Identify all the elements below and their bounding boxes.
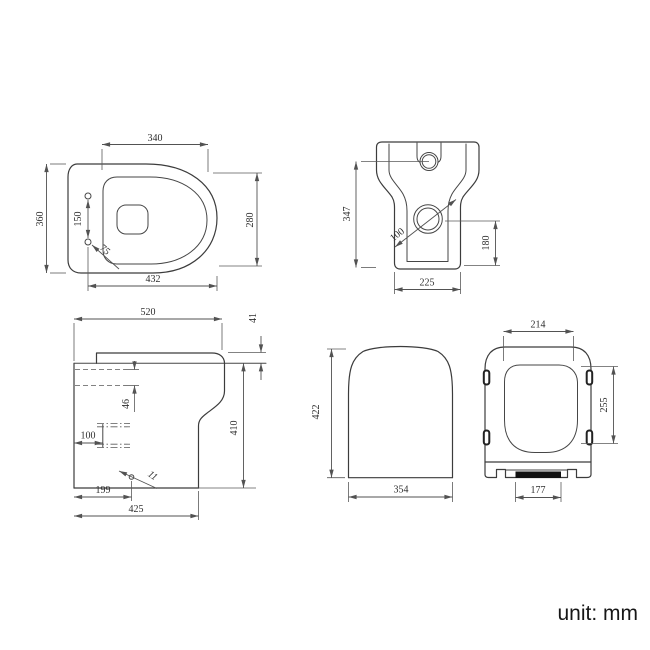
bumper-bottom-right — [585, 429, 594, 446]
dim-opening-width: 214 — [531, 320, 546, 331]
dim-inlet-offset: 100 — [81, 431, 96, 442]
dim-front-height: 422 — [311, 405, 322, 420]
toilet-side-view: 46 100 11 199 425 520 41 410 — [73, 307, 267, 520]
dim-outlet-diameter: 100 — [388, 226, 407, 244]
dim-base-width: 225 — [420, 278, 435, 289]
unit-label: unit: mm — [557, 602, 638, 625]
fixing-hole-top — [84, 192, 92, 200]
lid-profile — [95, 352, 226, 364]
dim-bowl-height: 410 — [229, 421, 240, 436]
seat-outline — [484, 346, 592, 463]
front-outline — [347, 345, 454, 479]
dim-front-width: 354 — [394, 485, 409, 496]
dim-hinge-pitch: 177 — [531, 485, 546, 496]
dim-base-depth: 425 — [129, 504, 144, 515]
dim-opening-depth: 255 — [599, 398, 610, 413]
bowl-front-profile — [197, 362, 226, 489]
toilet-rear-view: 347 100 225 180 — [342, 141, 500, 294]
dim-overall-height: 347 — [342, 207, 353, 222]
leader-note: 11 — [145, 469, 159, 483]
dim-rim-width: 340 — [148, 133, 163, 144]
bumper-bottom-left — [482, 429, 491, 446]
rear-outline — [375, 141, 480, 270]
seat-ring — [504, 364, 578, 453]
dim-overall-width: 432 — [146, 274, 161, 285]
bumper-top-right — [585, 369, 594, 386]
dim-hole-pitch: 150 — [73, 212, 84, 227]
rear-inner-contour — [388, 143, 467, 262]
dim-bowl-length: 280 — [245, 213, 256, 228]
rim-outline — [102, 176, 208, 265]
pan-outline — [67, 163, 218, 274]
dim-overall-depth: 360 — [35, 212, 46, 227]
dim-fixing-plate: 46 — [121, 399, 132, 409]
dim-outlet-height: 180 — [481, 236, 492, 251]
fixing-hole-bottom — [84, 238, 92, 246]
dim-overall-depth-side: 520 — [141, 307, 156, 318]
bumper-top-left — [482, 369, 491, 386]
dim-seat-thickness: 41 — [248, 313, 259, 323]
hinge-bar — [515, 471, 561, 478]
dim-outlet-setout: 199 — [96, 485, 111, 496]
seat-underside-view: 214 255 177 — [482, 320, 618, 502]
toilet-top-view: 340 360 280 432 150 75 — [35, 133, 262, 291]
toilet-front-silhouette: 422 354 — [311, 345, 454, 502]
flush-hole — [116, 204, 149, 235]
dim-hole-offset: 75 — [97, 243, 112, 258]
